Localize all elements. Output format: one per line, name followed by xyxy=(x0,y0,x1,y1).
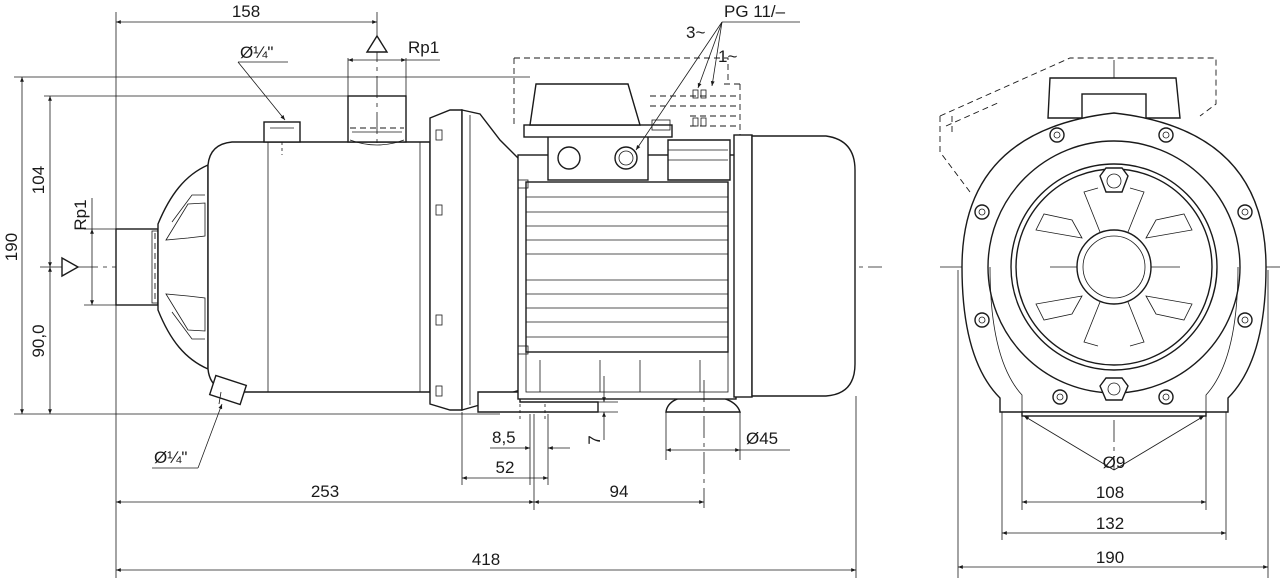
rp1-top-label: Rp1 xyxy=(408,38,439,57)
dim-253-label: 253 xyxy=(311,482,339,501)
pg-callout: PG 11/– 3~ 1~ xyxy=(635,2,800,151)
dim-45: Ø45 xyxy=(665,380,790,508)
quarter-bottom-callout: Ø¼" xyxy=(152,403,223,469)
dim-52: 52 xyxy=(461,412,548,485)
dim-132: 132 xyxy=(1001,412,1227,540)
dim-132-label: 132 xyxy=(1096,514,1124,533)
dim-8-5-label: 8,5 xyxy=(492,428,516,447)
drain-plug-bottom xyxy=(208,374,248,406)
dim-94: 94 xyxy=(534,482,704,504)
rp1-left-callout: Rp1 xyxy=(61,198,116,306)
dim-90: 90,0 xyxy=(29,267,52,414)
dim-94-label: 94 xyxy=(610,482,629,501)
dim-253: 253 xyxy=(115,305,535,578)
fan-cover xyxy=(733,134,856,398)
rp1-top-callout: Rp1 xyxy=(347,34,440,96)
pump-casing xyxy=(207,141,431,393)
front-base xyxy=(1021,411,1207,417)
side-view: 158 Rp1 Ø¼" 190 104 xyxy=(2,2,882,578)
dim-9: Ø9 xyxy=(1023,415,1205,472)
front-housing xyxy=(961,112,1267,413)
terminal-box xyxy=(523,83,731,181)
dim-104-label: 104 xyxy=(29,166,48,194)
dim-45-label: Ø45 xyxy=(746,429,778,448)
terminal-box-alt-outline xyxy=(513,57,741,135)
dim-190-front: 190 xyxy=(957,270,1269,578)
pump-front-cover xyxy=(157,163,209,371)
dim-104: 104 xyxy=(29,95,348,267)
front-terminal-alt-outline xyxy=(939,57,1217,193)
dim-418-label: 418 xyxy=(472,550,500,569)
dim-8-5: 8,5 xyxy=(490,414,570,485)
dim-158: 158 xyxy=(115,2,378,229)
rp1-left-label: Rp1 xyxy=(71,199,90,230)
suction-nozzle xyxy=(115,228,161,306)
quarter-top-label: Ø¼" xyxy=(240,43,273,62)
dim-108: 108 xyxy=(1021,416,1207,510)
front-bolt-holes xyxy=(974,127,1253,405)
one-phase-label: 1~ xyxy=(718,47,737,66)
dim-158-label: 158 xyxy=(232,2,260,21)
dim-7-label: 7 xyxy=(585,435,604,444)
dim-190-left-label: 190 xyxy=(2,233,21,261)
quarter-bottom-label: Ø¼" xyxy=(154,448,187,467)
dim-190-left: 190 xyxy=(2,76,530,415)
pump-flange xyxy=(429,109,521,411)
dim-7: 7 xyxy=(585,376,618,445)
quarter-top-callout: Ø¼" xyxy=(237,43,288,121)
dim-90-label: 90,0 xyxy=(29,324,48,357)
dim-52-label: 52 xyxy=(496,458,515,477)
front-view: Ø9 108 132 190 xyxy=(939,57,1280,578)
motor-body xyxy=(517,154,737,400)
dim-9-label: Ø9 xyxy=(1103,453,1126,472)
three-phase-label: 3~ xyxy=(686,23,705,42)
dim-108-label: 108 xyxy=(1096,483,1124,502)
vent-plug-top xyxy=(263,121,301,155)
dim-418: 418 xyxy=(116,396,857,578)
front-vanes xyxy=(1035,187,1193,347)
pg-label: PG 11/– xyxy=(724,2,786,21)
dim-190-front-label: 190 xyxy=(1096,548,1124,567)
discharge-nozzle xyxy=(347,40,407,146)
